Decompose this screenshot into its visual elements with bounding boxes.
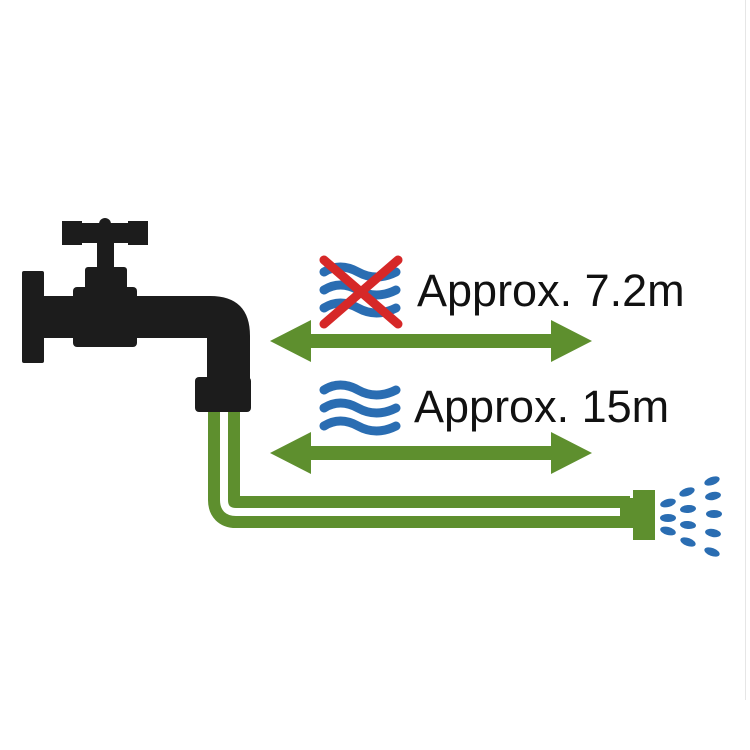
- hose-icon: [208, 405, 630, 528]
- tap-icon: [22, 218, 251, 412]
- water-waves-icon: [319, 380, 401, 436]
- water-waves-crossed-icon: [319, 255, 403, 329]
- spray-nozzle-icon: [620, 476, 722, 557]
- double-arrow-icon-unrestricted: [270, 432, 592, 474]
- water-drops: [660, 476, 722, 557]
- double-arrow-icon-restricted: [270, 320, 592, 362]
- restricted-length-label: Approx. 7.2m: [417, 265, 685, 316]
- unrestricted-length-label: Approx. 15m: [414, 381, 670, 432]
- edge-line: [745, 0, 746, 700]
